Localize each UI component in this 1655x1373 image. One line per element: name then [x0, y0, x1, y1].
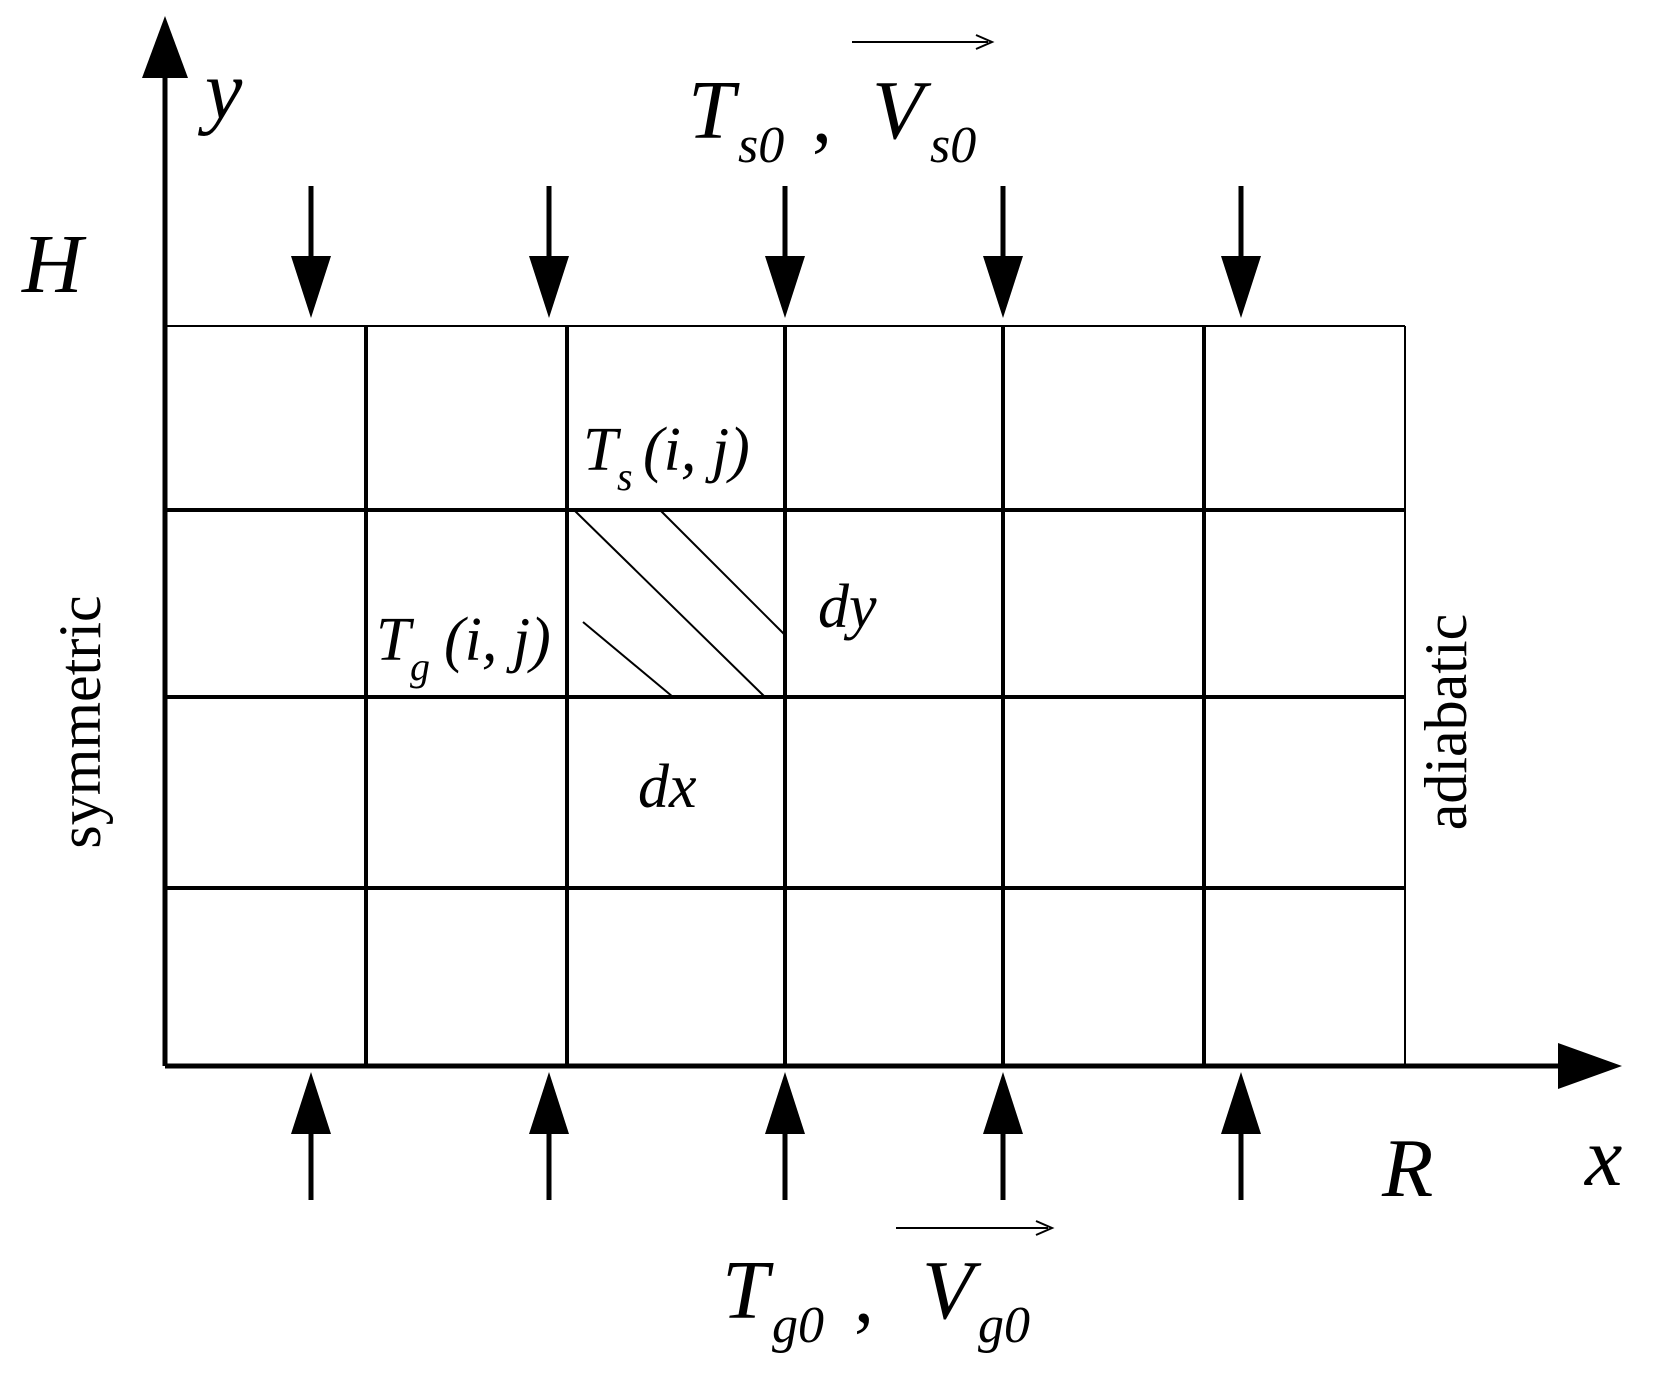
top-velocity-symbol: V — [872, 64, 932, 157]
top-vector-arrow-head — [975, 34, 995, 50]
bottom-vector-arrow-head — [1035, 1220, 1055, 1236]
dy-label: dy — [818, 573, 877, 641]
top-separator: , — [812, 72, 832, 160]
inflow-arrow-head — [1221, 256, 1261, 318]
y-axis-label: y — [197, 44, 243, 137]
dx-label: dx — [638, 753, 697, 821]
tg-subscript: g — [410, 644, 430, 689]
bottom-temp-subscript: g0 — [772, 1297, 824, 1354]
left-boundary-label: symmetric — [47, 595, 113, 848]
right-boundary-label: adiabatic — [1413, 614, 1479, 831]
x-axis-arrowhead — [1558, 1043, 1622, 1089]
inflow-arrow-head — [983, 256, 1023, 318]
y-axis — [142, 16, 188, 1066]
inflow-arrow-head — [983, 1072, 1023, 1134]
top-temp-subscript: s0 — [738, 117, 784, 174]
inflow-arrow-head — [529, 256, 569, 318]
hatch-line — [582, 621, 674, 698]
tg-symbol: T — [376, 606, 415, 674]
ts-symbol: T — [583, 416, 622, 484]
top-inflow-arrows — [291, 186, 1261, 318]
inflow-arrow-head — [291, 256, 331, 318]
ts-subscript: s — [617, 454, 633, 499]
bottom-separator: , — [854, 1252, 874, 1340]
inflow-arrow-head — [291, 1072, 331, 1134]
hatch-line — [659, 509, 786, 636]
gas-temperature-label: T g (i, j) — [376, 606, 551, 689]
ts-arguments: (i, j) — [643, 416, 750, 484]
x-axis — [165, 1043, 1622, 1089]
bottom-temp-symbol: T — [722, 1244, 774, 1337]
tg-arguments: (i, j) — [444, 606, 551, 674]
solid-temperature-label: T s (i, j) — [583, 416, 750, 499]
top-boundary-label: T s0 , V s0 — [688, 34, 995, 174]
inflow-arrow-head — [1221, 1072, 1261, 1134]
hatch-line — [573, 509, 766, 698]
y-end-label: H — [21, 218, 87, 311]
bottom-velocity-subscript: g0 — [978, 1297, 1030, 1354]
inflow-arrow-head — [529, 1072, 569, 1134]
bottom-boundary-label: T g0 , V g0 — [722, 1220, 1055, 1354]
inflow-arrow-head — [765, 1072, 805, 1134]
bottom-inflow-arrows — [291, 1072, 1261, 1200]
x-end-label: R — [1381, 1122, 1433, 1215]
grid-vertical-lines — [364, 326, 1206, 1066]
bottom-velocity-symbol: V — [922, 1244, 982, 1337]
cell-hatching — [573, 509, 786, 698]
top-temp-symbol: T — [688, 64, 740, 157]
top-velocity-subscript: s0 — [930, 117, 976, 174]
inflow-arrow-head — [765, 256, 805, 318]
x-axis-label: x — [1583, 1111, 1622, 1204]
y-axis-arrowhead — [142, 16, 188, 78]
